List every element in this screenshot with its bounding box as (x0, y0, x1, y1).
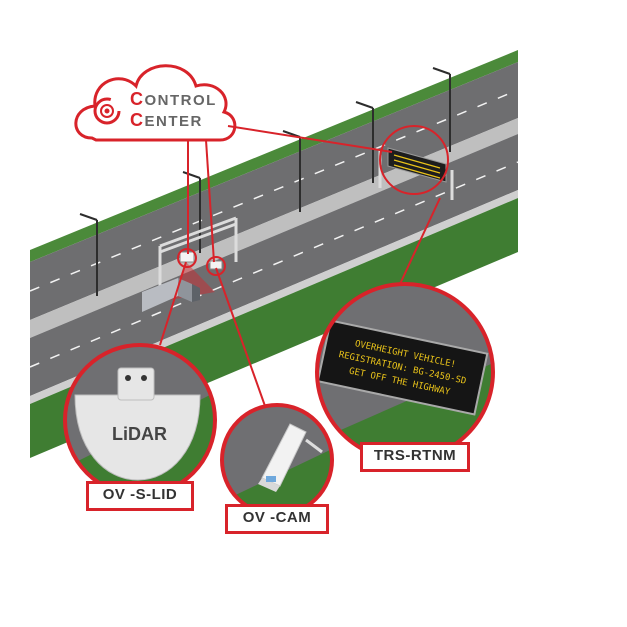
connection-lines (159, 125, 441, 407)
control-center-title-line-1: CONTROL (130, 89, 217, 110)
sign-marker (379, 125, 449, 195)
center-initial: C (130, 110, 145, 130)
lidar-label: OV -S-LID (86, 481, 194, 511)
far-road (30, 62, 518, 320)
far-grass (30, 50, 518, 262)
median (30, 118, 518, 338)
camera-device (258, 423, 323, 492)
truck (142, 278, 200, 312)
lidar-zoom: LiDAR (63, 343, 217, 497)
sign-small (387, 147, 447, 183)
camera-zoom (220, 403, 334, 517)
control-center-title-line-2: CENTER (130, 110, 203, 131)
control-initial: C (130, 89, 145, 109)
center-rest: ENTER (144, 113, 203, 130)
light-poles (79, 67, 451, 296)
control-center-cloud (74, 64, 237, 142)
target-logo-icon (93, 97, 121, 125)
camera-unit (209, 260, 223, 270)
control-rest: ONTROL (144, 92, 217, 109)
lidar-badge-text: LiDAR (112, 424, 167, 444)
vms-board: OVERHEIGHT VEHICLE! REGISTRATION: BG-245… (317, 319, 489, 416)
camera-label: OV -CAM (225, 504, 329, 534)
sensor-gantry (158, 216, 238, 288)
lidar-marker (177, 248, 197, 268)
cloud-outline (74, 64, 237, 142)
sign-label: TRS-RTNM (360, 442, 470, 472)
camera-marker (206, 256, 226, 276)
lane-markings (29, 89, 519, 368)
lidar-device (74, 394, 201, 481)
highway-scene (29, 50, 519, 458)
